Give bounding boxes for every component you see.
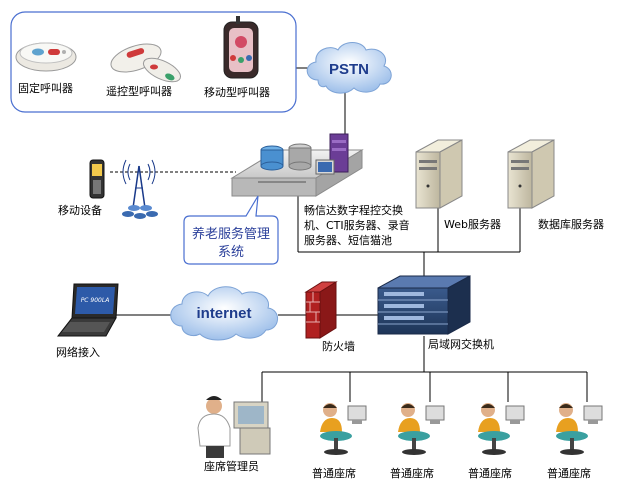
elder-system-line1: 养老服务管理	[192, 226, 270, 242]
web-server-label: Web服务器	[444, 218, 501, 231]
agent-admin-label: 座席管理员	[204, 459, 259, 473]
lan-switch-icon	[377, 275, 471, 335]
pager-devices-panel: 固定呼叫器 遥控型呼叫器 移动型呼叫器	[10, 11, 297, 113]
cell-tower-icon	[122, 159, 158, 219]
server-desc-line3: 服务器、短信猫池	[304, 233, 392, 247]
seat-label: 普通座席	[312, 466, 356, 480]
firewall-icon	[304, 281, 338, 339]
internet-cloud: internet	[170, 286, 278, 341]
pstn-label: PSTN	[329, 61, 369, 78]
fixed-pager-label: 固定呼叫器	[18, 81, 73, 95]
seat-icon	[320, 403, 367, 455]
network-access-label: 网络接入	[56, 345, 100, 359]
central-server-cluster	[230, 133, 364, 197]
mobile-phone-icon	[89, 159, 105, 199]
remote-pager-label: 遥控型呼叫器	[106, 84, 172, 98]
fixed-pager-icon	[15, 42, 77, 72]
seat-label: 普通座席	[468, 466, 512, 480]
mobile-device-label: 移动设备	[58, 203, 102, 217]
seat-icon	[556, 403, 603, 455]
mobile-pager-label: 移动型呼叫器	[204, 85, 270, 99]
mobile-pager-icon	[223, 16, 259, 79]
seat-label: 普通座席	[390, 466, 434, 480]
elder-system-line2: 系统	[218, 245, 244, 260]
web-server-icon	[415, 139, 463, 209]
firewall-label: 防火墙	[322, 339, 355, 353]
internet-label: internet	[196, 305, 251, 322]
seat-icon	[478, 403, 525, 455]
agent-admin-icon	[197, 396, 271, 458]
seat-label: 普通座席	[547, 466, 591, 480]
laptop-icon: PC 900LA	[56, 283, 119, 337]
server-desc-line1: 畅信达数字程控交换	[304, 203, 403, 217]
elder-system-callout: 养老服务管理 系统	[183, 195, 279, 265]
remote-pager-icon	[110, 43, 182, 83]
laptop-screen-text: PC 900LA	[81, 297, 110, 304]
seat-icon	[398, 403, 445, 455]
lan-switch-label: 局域网交换机	[428, 337, 494, 351]
pstn-cloud: PSTN	[306, 42, 392, 94]
database-server-label: 数据库服务器	[538, 217, 604, 231]
server-desc-line2: 机、CTI服务器、录音	[304, 218, 410, 232]
database-server-icon	[507, 139, 555, 209]
